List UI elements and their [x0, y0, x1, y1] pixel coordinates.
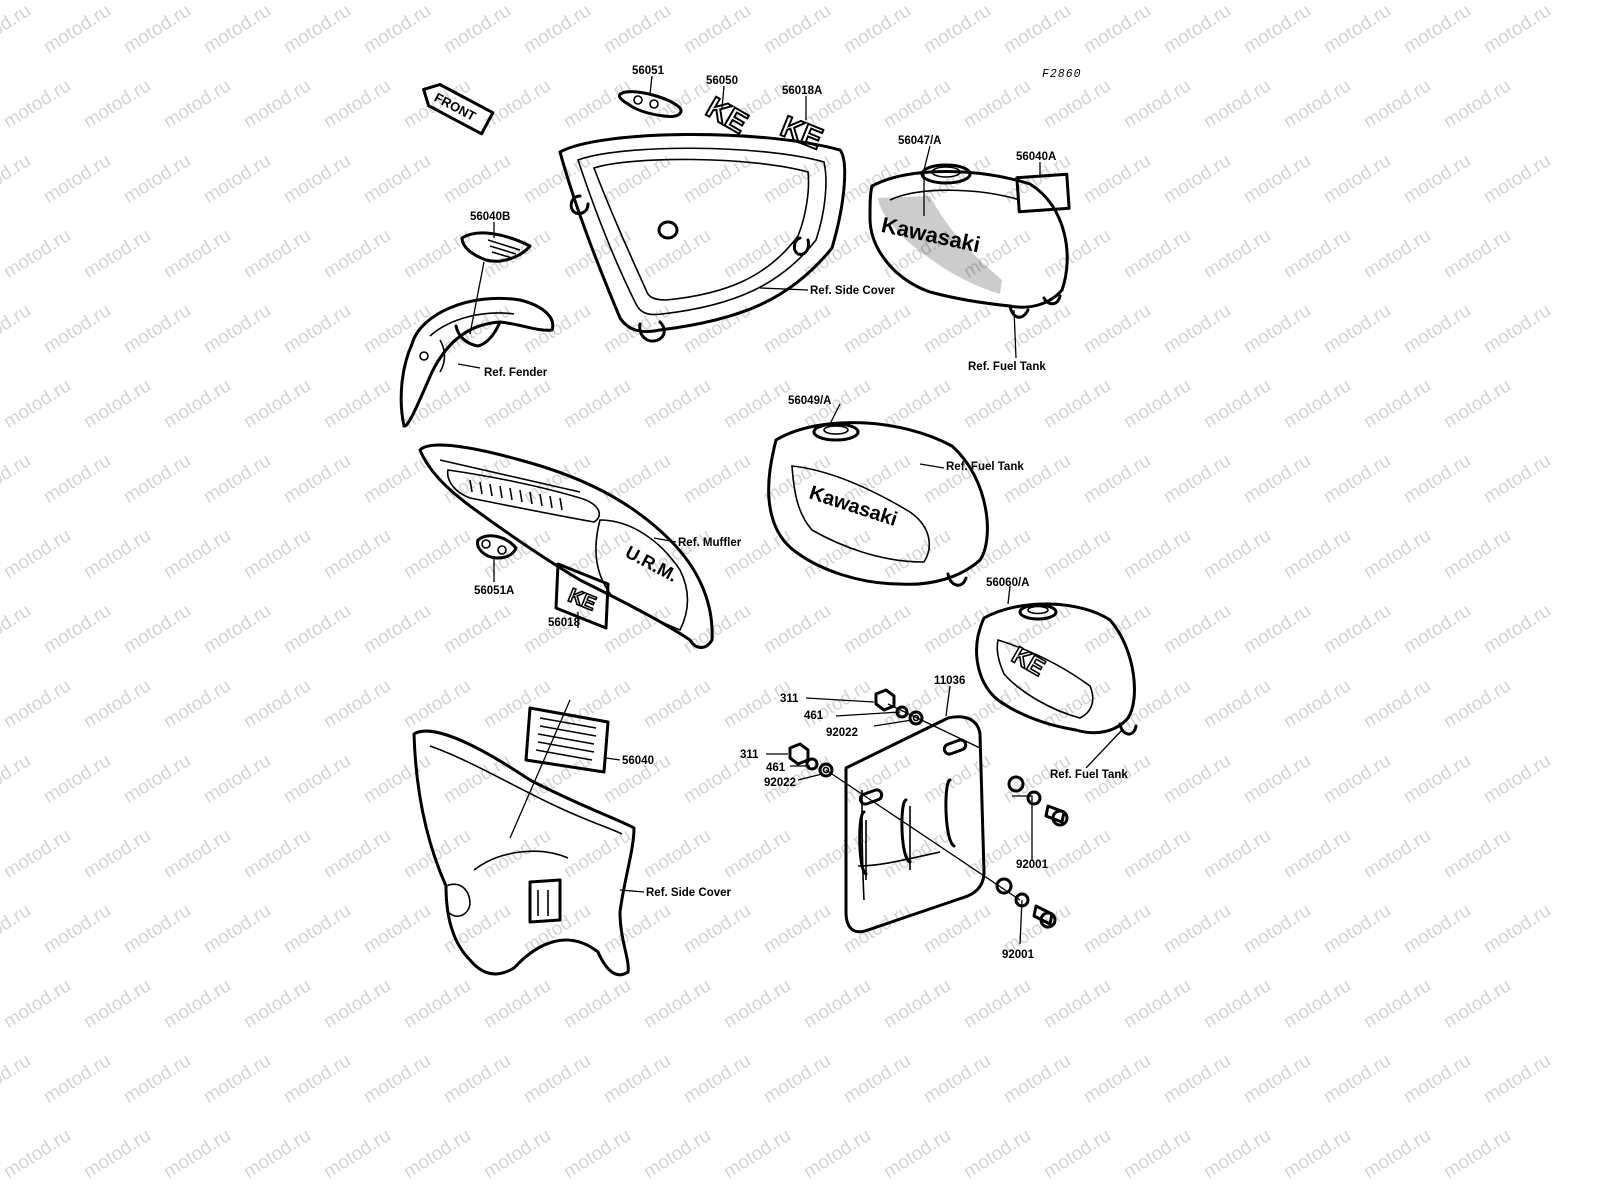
callout-ref-fuel-tank-3: Ref. Fuel Tank [1050, 769, 1128, 781]
callout-56060a: 56060/A [986, 577, 1030, 589]
callout-56047a: 56047/A [898, 135, 942, 147]
ke-decal-tank-text: KE [1007, 642, 1049, 682]
callout-56050: 56050 [706, 75, 738, 87]
decal-56051a [476, 534, 518, 560]
callout-ref-side-cover-top: Ref. Side Cover [810, 285, 895, 297]
decal-56051 [618, 90, 683, 118]
front-arrow: FRONT [422, 83, 495, 136]
ke-decal-text: KE [700, 91, 753, 140]
callout-311-a: 311 [780, 693, 799, 705]
callout-311-b: 311 [740, 749, 759, 761]
hardware-upper [874, 688, 924, 726]
callout-ref-fuel-tank-2: Ref. Fuel Tank [946, 461, 1024, 473]
side-cover-lower [412, 729, 636, 977]
plate-bracket-11036 [844, 715, 986, 934]
callout-ref-fuel-tank-1: Ref. Fuel Tank [968, 361, 1046, 373]
fuel-tank-upper: Kawasaki [868, 163, 1069, 319]
callout-92022-a: 92022 [826, 727, 858, 739]
callout-56040: 56040 [622, 755, 654, 767]
bolt-92001-a [1007, 775, 1069, 827]
kawasaki-decal-middle: Kawasaki [806, 482, 900, 531]
callout-56040a: 56040A [1016, 151, 1057, 163]
rear-fender [399, 296, 555, 428]
hardware-lower [788, 742, 834, 778]
callout-ref-side-cover-bottom: Ref. Side Cover [646, 887, 731, 899]
fuel-tank-middle: Kawasaki [767, 421, 989, 587]
callout-92001-a: 92001 [1016, 859, 1048, 871]
callout-56040b: 56040B [470, 211, 511, 223]
side-cover-upper [558, 132, 847, 343]
ke-decal-lower-text: KE [565, 585, 599, 616]
callout-56049a: 56049/A [788, 395, 832, 407]
callout-461-b: 461 [766, 762, 786, 774]
decal-56040b [460, 231, 532, 263]
decal-56040a [1015, 172, 1071, 214]
callout-92001-b: 92001 [1002, 949, 1034, 961]
callout-56018a: 56018A [782, 85, 823, 97]
callout-11036: 11036 [934, 675, 966, 687]
callout-ref-fender: Ref. Fender [484, 367, 548, 379]
callout-56051a: 56051A [474, 585, 515, 597]
decal-56040 [524, 706, 610, 774]
callout-56018: 56018 [548, 617, 580, 629]
bolt-92001-b [995, 877, 1057, 929]
decal-56050: KE [699, 90, 754, 141]
muffler-logo-text: U.R.M. [622, 542, 681, 586]
fuel-tank-lower: KE [975, 602, 1138, 736]
ke-decal-text-2: KE [776, 110, 827, 156]
callout-92022-b: 92022 [764, 777, 796, 789]
callout-56051: 56051 [632, 65, 664, 77]
leader-lines [457, 75, 1123, 945]
decal-56018a: KE [775, 109, 828, 157]
callout-461-a: 461 [804, 710, 824, 722]
figure-number: F2860 [1042, 68, 1082, 81]
callout-ref-muffler: Ref. Muffler [678, 537, 742, 549]
